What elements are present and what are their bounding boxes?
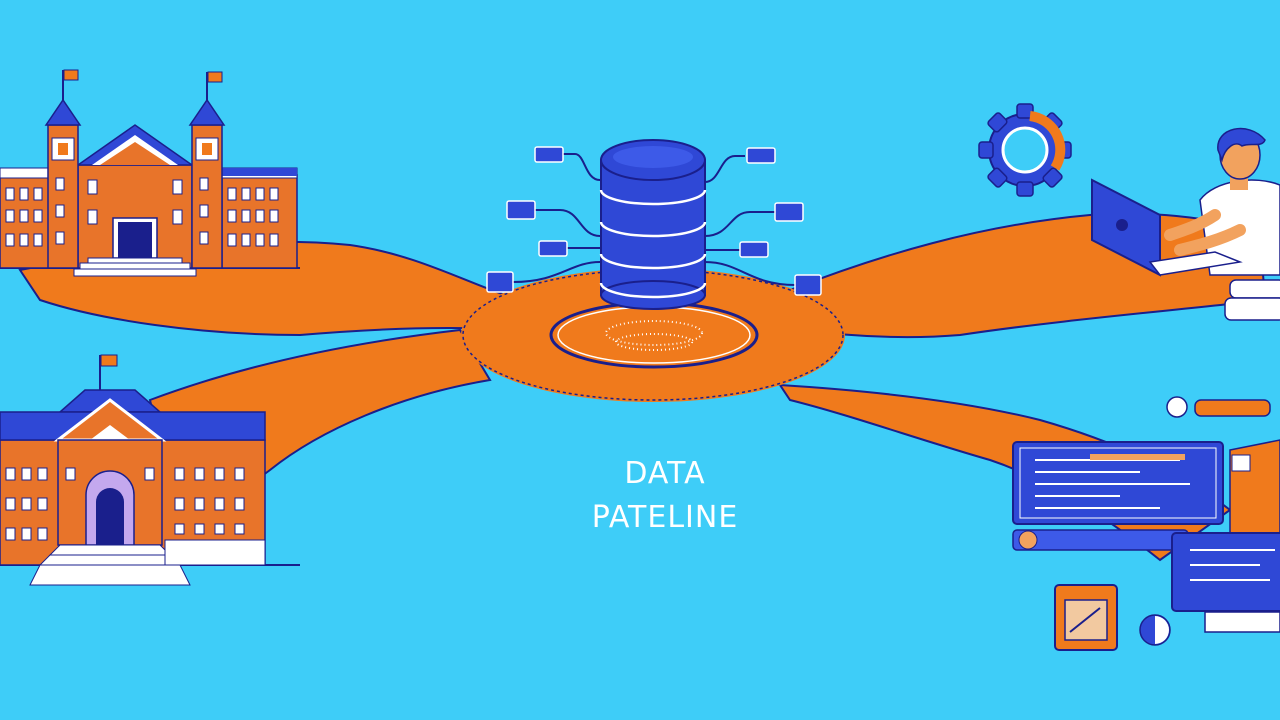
central-hub <box>461 268 845 402</box>
node-icon <box>534 146 564 163</box>
connector-nodes <box>486 146 822 296</box>
node-icon <box>794 274 822 296</box>
database-connectors <box>512 153 796 286</box>
node-icon <box>506 200 536 220</box>
node-icon <box>538 240 568 257</box>
pipeline-caption: DATA PATELINE <box>540 452 790 540</box>
gear-icon <box>978 103 1072 197</box>
hub-dots <box>605 320 703 346</box>
node-icon <box>486 271 514 293</box>
node-icon <box>746 147 776 164</box>
caption-line-1: DATA <box>624 456 706 491</box>
hub-dots-2 <box>615 333 693 351</box>
node-icon <box>739 241 769 258</box>
university-windows <box>5 177 279 247</box>
school-windows <box>5 467 245 541</box>
computer-monitors-icon <box>1012 396 1280 651</box>
node-icon <box>774 202 804 222</box>
caption-line-2: PATELINE <box>591 500 739 535</box>
person-with-laptop-icon <box>1091 127 1280 321</box>
database-icon <box>599 139 707 310</box>
university-building-icon <box>0 69 300 277</box>
